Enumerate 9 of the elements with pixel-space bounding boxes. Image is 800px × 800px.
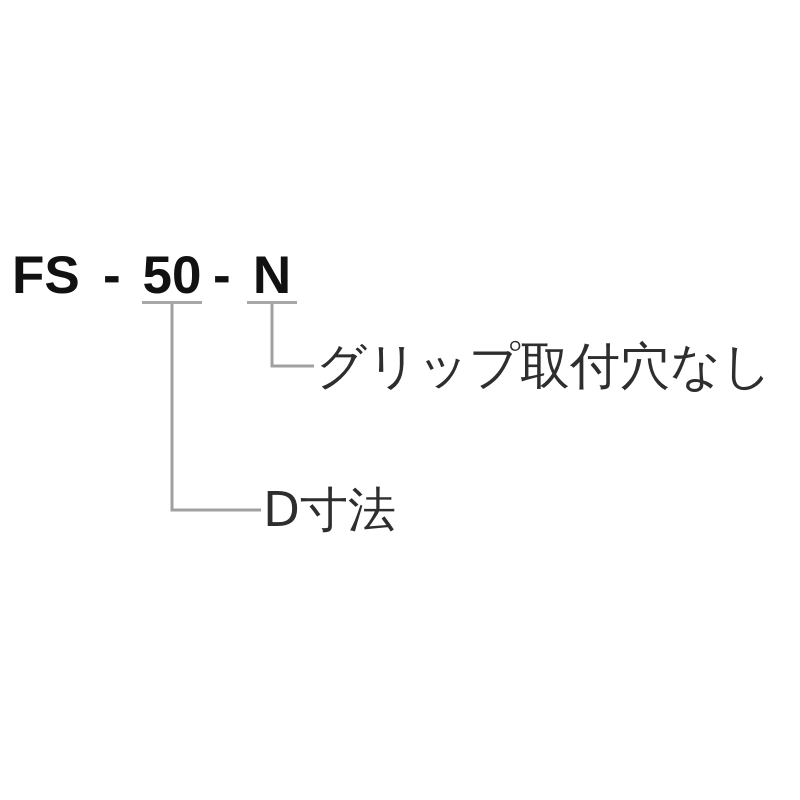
description-text: グリップ取付穴なし	[316, 339, 772, 393]
leader-line	[170, 304, 261, 512]
underlined-code-segment: 50	[142, 251, 202, 304]
code-prefix: FS	[12, 251, 80, 301]
leader-line	[270, 304, 314, 368]
hyphen: -	[213, 251, 231, 301]
description-text: D寸法	[263, 483, 396, 537]
underlined-code-segment: N	[247, 251, 297, 304]
hyphen: -	[103, 251, 121, 301]
